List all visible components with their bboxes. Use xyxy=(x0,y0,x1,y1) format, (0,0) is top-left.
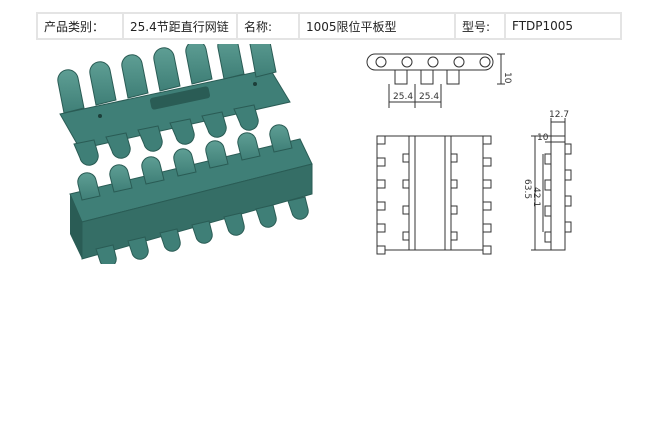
dim-side-10: 10 xyxy=(537,133,549,143)
lower-module xyxy=(69,124,313,264)
upper-module xyxy=(57,44,291,166)
model-label: 型号: xyxy=(456,14,504,38)
product-render xyxy=(57,44,313,264)
dim-height: 10 xyxy=(502,72,512,84)
spec-table: 产品类别： 25.4节距直行网链 名称: 1005限位平板型 型号: FTDP1… xyxy=(36,12,622,40)
spec-row: 产品类别： 25.4节距直行网链 名称: 1005限位平板型 型号: FTDP1… xyxy=(38,14,620,38)
name-value: 1005限位平板型 xyxy=(300,14,454,38)
name-label: 名称: xyxy=(238,14,298,38)
plan-view xyxy=(376,135,492,255)
dim-pitch-1: 25.4 xyxy=(393,92,413,102)
technical-drawing: 25.4 25.4 10 12.7 10 63.5 42.1 xyxy=(366,53,572,255)
category-value: 25.4节距直行网链 xyxy=(124,14,236,38)
dim-inner: 42.1 xyxy=(531,187,541,207)
end-view xyxy=(531,118,572,251)
model-value: FTDP1005 xyxy=(506,14,620,38)
side-profile xyxy=(366,53,505,108)
category-label: 产品类别： xyxy=(38,14,122,38)
dim-pitch-2: 25.4 xyxy=(419,92,439,102)
dim-width: 63.5 xyxy=(522,179,532,199)
dim-thickness: 12.7 xyxy=(549,110,569,120)
